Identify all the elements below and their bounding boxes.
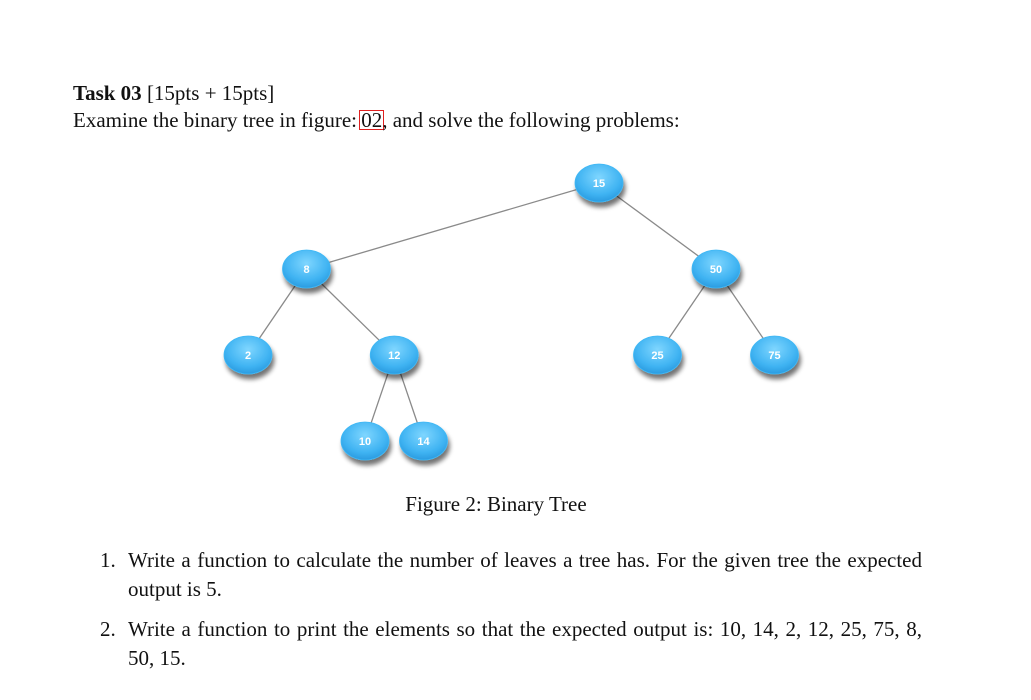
tree-node: 14 <box>399 421 448 461</box>
tree-edge <box>715 268 776 356</box>
problem-list: 1. Write a function to calculate the num… <box>100 546 922 684</box>
tree-edge <box>364 354 395 442</box>
tree-node-shape <box>282 249 331 289</box>
intro-text-before: Examine the binary tree in figure: <box>73 108 363 132</box>
tree-node-label: 50 <box>710 264 722 276</box>
tree-node-label: 25 <box>651 350 663 362</box>
tree-node-label: 10 <box>359 436 371 448</box>
problem-number: 1. <box>100 548 116 572</box>
tree-node-label: 14 <box>417 436 430 448</box>
problem-item: 2. Write a function to print the element… <box>100 615 922 673</box>
tree-node: 25 <box>633 335 682 375</box>
figure-reference-link[interactable]: 02 <box>359 108 385 132</box>
tree-node-label: 15 <box>593 178 605 190</box>
task-label: Task 03 <box>73 81 142 105</box>
tree-node-shape <box>399 421 448 461</box>
tree-node-label: 12 <box>388 350 400 362</box>
tree-node-shape <box>574 163 624 203</box>
tree-node: 15 <box>574 163 624 203</box>
tree-node: 8 <box>282 249 331 289</box>
tree-node: 50 <box>691 249 741 289</box>
task-heading: Task 03 [15pts + 15pts] <box>73 80 274 106</box>
tree-edge <box>656 268 717 356</box>
tree-edge <box>306 268 395 356</box>
tree-node-label: 8 <box>303 264 309 276</box>
intro-paragraph: Examine the binary tree in figure: 02, a… <box>73 107 680 133</box>
tree-node-shape <box>691 249 741 289</box>
figure-caption: Figure 2: Binary Tree <box>405 492 587 516</box>
tree-node-shape <box>340 421 390 461</box>
tree-node-label: 2 <box>245 350 251 362</box>
tree-node-label: 75 <box>768 350 780 362</box>
problem-item: 1. Write a function to calculate the num… <box>100 546 922 604</box>
problem-text: Write a function to calculate the number… <box>128 548 922 601</box>
tree-edge <box>393 354 425 442</box>
tree-node: 75 <box>750 335 799 375</box>
tree-node-shape <box>750 335 799 375</box>
tree-edge <box>598 182 717 270</box>
task-points: [15pts + 15pts] <box>146 81 275 105</box>
tree-node: 10 <box>340 421 390 461</box>
tree-node-shape <box>223 335 273 375</box>
intro-text-after: , and solve the following problems: <box>382 108 680 132</box>
tree-edge <box>306 182 600 270</box>
tree-node-shape <box>369 335 419 375</box>
tree-node-shape <box>633 335 682 375</box>
tree-nodes: 15 8 50 2 12 25 75 10 14 <box>223 163 799 461</box>
tree-edges <box>247 182 776 442</box>
tree-node: 2 <box>223 335 273 375</box>
problem-text: Write a function to print the elements s… <box>128 617 922 670</box>
tree-edge <box>247 268 308 356</box>
tree-node: 12 <box>369 335 419 375</box>
problem-number: 2. <box>100 617 116 641</box>
